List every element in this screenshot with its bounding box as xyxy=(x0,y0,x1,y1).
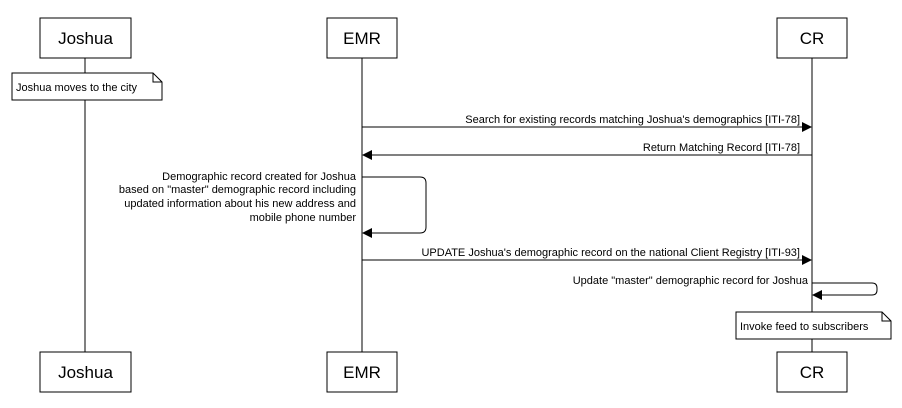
message-label: Search for existing records matching Jos… xyxy=(465,114,800,126)
message-label-line: mobile phone number xyxy=(250,212,357,224)
participant-joshua-bottom: Joshua xyxy=(39,351,132,393)
self-arrow xyxy=(362,176,427,238)
note-text: Joshua moves to the city xyxy=(16,82,138,94)
note-joshua-moves: Joshua moves to the city xyxy=(11,72,163,101)
note-invoke-feed: Invoke feed to subscribers xyxy=(735,311,892,340)
message-update-master: Update "master" demographic record for J… xyxy=(573,275,878,300)
participant-cr-top: CR xyxy=(776,17,848,59)
message-return: Return Matching Record [ITI-78] xyxy=(362,142,812,160)
message-create-record: Demographic record created for Joshua ba… xyxy=(119,171,427,238)
participant-label: EMR xyxy=(343,29,381,48)
message-label-line: updated information about his new addres… xyxy=(124,198,356,210)
message-label: UPDATE Joshua's demographic record on th… xyxy=(421,247,800,259)
participant-joshua-top: Joshua xyxy=(39,17,132,59)
self-arrow xyxy=(812,282,878,300)
message-search: Search for existing records matching Jos… xyxy=(362,114,812,132)
message-update: UPDATE Joshua's demographic record on th… xyxy=(362,247,812,265)
participant-emr-bottom: EMR xyxy=(326,351,398,393)
participant-label: Joshua xyxy=(58,29,113,48)
participant-label: CR xyxy=(800,363,825,382)
note-text: Invoke feed to subscribers xyxy=(740,321,869,333)
message-label: Update "master" demographic record for J… xyxy=(573,275,809,287)
participant-label: CR xyxy=(800,29,825,48)
participant-emr-top: EMR xyxy=(326,17,398,59)
participant-cr-bottom: CR xyxy=(776,351,848,393)
participant-label: EMR xyxy=(343,363,381,382)
message-label-line: based on "master" demographic record inc… xyxy=(119,184,356,196)
participant-label: Joshua xyxy=(58,363,113,382)
message-label: Return Matching Record [ITI-78] xyxy=(643,142,800,154)
message-label-line: Demographic record created for Joshua xyxy=(162,171,357,183)
